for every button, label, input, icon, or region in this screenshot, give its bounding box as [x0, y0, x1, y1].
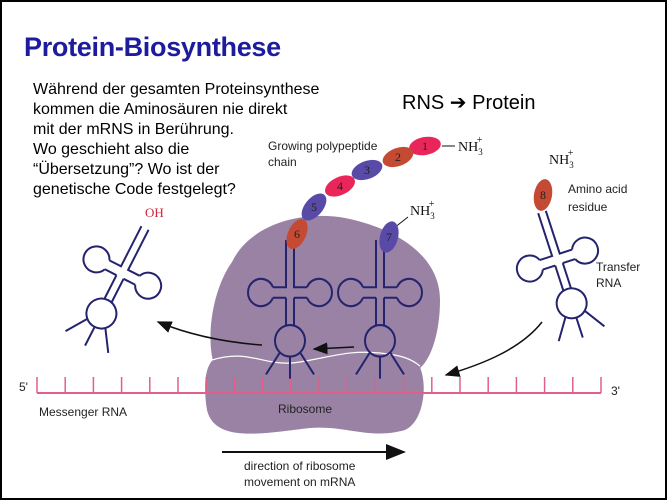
trna-free-left [46, 207, 184, 366]
amino-acid-number: 4 [337, 179, 343, 193]
arrow-translocation [312, 342, 355, 355]
amino-acid-bead-1: 1 [409, 136, 441, 156]
arrow-trna-exit [156, 321, 263, 346]
rns-to-protein-heading: RNS ➔ Protein [402, 90, 536, 115]
direction-label-2: movement on mRNA [244, 475, 355, 489]
question-line: Wo geschieht also die [33, 141, 190, 158]
arrow-trna-entry [444, 321, 543, 377]
five-prime-label: 5' [19, 380, 28, 394]
mrna-strand [36, 377, 602, 394]
rns-text: RNS [402, 92, 445, 114]
three-prime-label: 3' [611, 384, 620, 398]
amino-acid-label-1: Amino acid [568, 182, 627, 196]
amino-acid-bead-5: 5 [301, 193, 327, 221]
ribosome-label: Ribosome [278, 402, 332, 416]
direction-label-1: direction of ribosome [244, 459, 356, 473]
transfer-rna-label-2: RNA [596, 276, 621, 290]
amino-acid-number: 8 [540, 188, 546, 202]
page-title: Protein-Biosynthese [24, 32, 281, 62]
amino-acid-number: 6 [294, 227, 300, 241]
amino-acid-number: 2 [395, 150, 401, 164]
amino-acid-bead-4: 4 [325, 175, 355, 197]
amino-acid-bead-2: 2 [382, 146, 414, 168]
nh3-site7-label: NH3+ [410, 199, 435, 221]
oh-label: OH [145, 205, 164, 220]
growing-chain-label-2: chain [268, 155, 297, 169]
question-line: kommen die Aminosäuren nie direkt [33, 101, 288, 118]
amino-acid-bead-7: 7 [379, 221, 399, 253]
transfer-rna-label-1: Transfer [596, 260, 640, 274]
ribosome-large-subunit [210, 215, 440, 368]
amino-acid-label-2: residue [568, 200, 608, 214]
question-text: Während der gesamten Proteinsynthese kom… [33, 80, 363, 200]
question-line: mit der mRNS in Berührung. [33, 121, 234, 138]
trna-incoming-right [501, 198, 624, 352]
nh3-aminoacid-label: NH3+ [549, 148, 574, 170]
amino-acid-number: 3 [364, 163, 370, 177]
amino-acid-bead-6: 6 [286, 219, 308, 249]
amino-acid-number: 5 [311, 200, 317, 214]
amino-acid-bead-3: 3 [351, 159, 383, 181]
growing-chain-label-1: Growing polypeptide [268, 139, 378, 153]
messenger-rna-label: Messenger RNA [39, 405, 127, 419]
question-line: genetische Code festgelegt? [33, 181, 236, 198]
question-line: “Übersetzung”? Wo ist der [33, 161, 220, 178]
amino-acid-number: 1 [422, 139, 428, 153]
arrow-right-icon: ➔ [449, 92, 467, 114]
question-line: Während der gesamten Proteinsynthese [33, 81, 320, 98]
amino-acid-number: 7 [386, 230, 392, 244]
amino-acid-bead-8: 8 [533, 179, 553, 211]
nh3-chain-label: NH3+ [458, 135, 483, 157]
protein-text: Protein [472, 92, 536, 114]
